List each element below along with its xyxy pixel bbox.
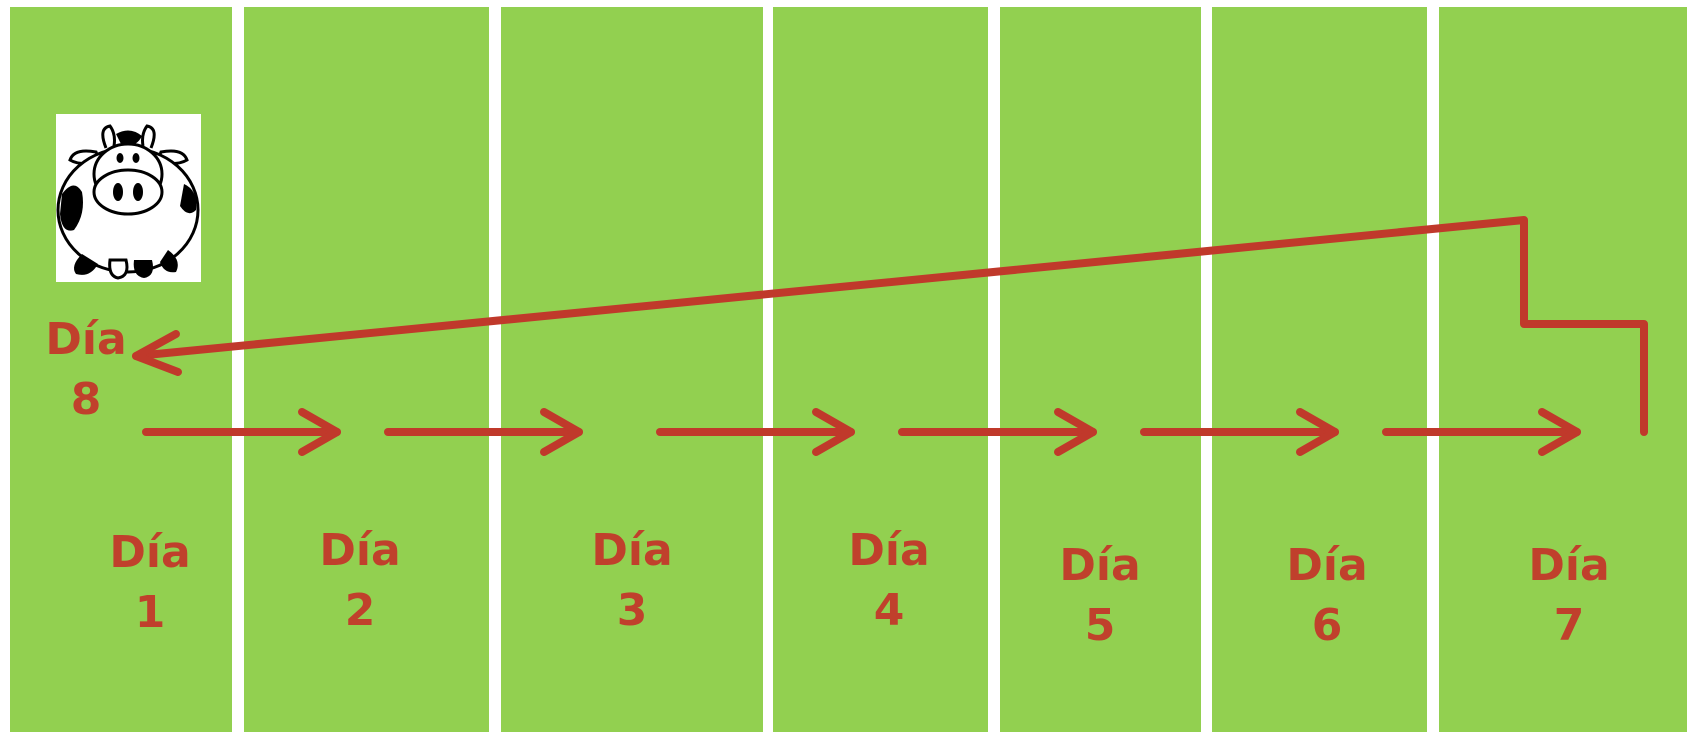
day-word: Día [109,527,191,578]
day-word: Día [1059,540,1141,591]
day-number: 5 [1084,600,1116,651]
day-number: 2 [344,585,376,636]
day-number: 7 [1553,600,1585,651]
day-number: 8 [70,374,102,425]
day-word: Día [1528,540,1610,591]
arrow-day-4-to-5 [898,408,1097,456]
day-number: 4 [873,585,905,636]
day-word: Día [319,525,401,576]
arrow-day-6-to-7 [1382,408,1581,456]
day-word: Día [591,525,673,576]
cow-icon [56,114,201,282]
day-word: Día [848,525,930,576]
day-label-7: Día 7 [1519,536,1619,656]
arrow-day-3-to-4 [656,408,855,456]
day-number: 1 [134,587,166,638]
arrow-day-1-to-2 [142,408,341,456]
paddock-4 [773,7,988,732]
arrow-day-5-to-6 [1140,408,1339,456]
day-label-6: Día 6 [1277,536,1377,656]
day-label-8: Día 8 [36,310,136,430]
paddock-3 [501,7,763,732]
day-label-3: Día 3 [582,521,682,641]
day-word: Día [45,314,127,365]
paddock-2 [244,7,489,732]
day-number: 3 [616,585,648,636]
day-word: Día [1286,540,1368,591]
paddock-6 [1212,7,1427,732]
paddock-5 [1000,7,1201,732]
arrow-day-2-to-3 [384,408,583,456]
day-label-5: Día 5 [1050,536,1150,656]
day-label-4: Día 4 [839,521,939,641]
day-number: 6 [1311,600,1343,651]
arrow-return-to-day-8 [132,216,1648,436]
day-label-2: Día 2 [310,521,410,641]
day-label-1: Día 1 [100,523,200,643]
